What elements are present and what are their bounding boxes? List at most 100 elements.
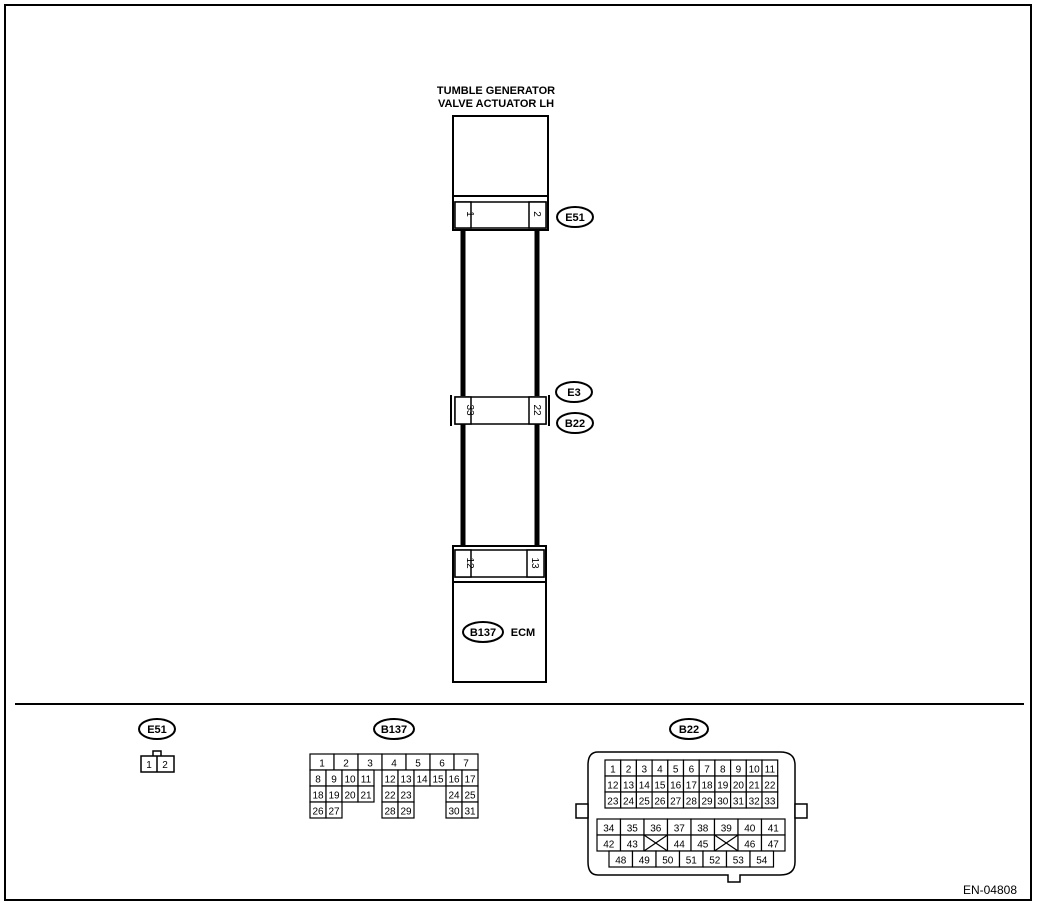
pin-label: 47 [768, 840, 780, 851]
pin-label: 34 [603, 824, 615, 835]
pin-label: 5 [673, 765, 679, 776]
pin-label: 52 [709, 856, 721, 867]
pin-cell: 13 [620, 775, 638, 793]
pin-label: 30 [448, 807, 460, 818]
pin-cell: 15 [651, 775, 669, 793]
pin-cell: 31 [729, 791, 747, 809]
pin-cell: 9 [325, 769, 343, 787]
outer-frame [4, 4, 1032, 901]
pin-cell: 49 [631, 850, 657, 868]
connector-tag-e51: E51 [556, 206, 594, 228]
pin-label: 26 [654, 797, 666, 808]
pin-cell-right [528, 201, 547, 229]
pin-cell: 11 [357, 769, 375, 787]
pin-label: 23 [400, 791, 412, 802]
pin-label: 40 [744, 824, 756, 835]
joint-pin-left: 33 [464, 404, 475, 416]
pin-cell: 21 [745, 775, 763, 793]
pin-cell: 3 [635, 759, 653, 777]
pin-cell: 28 [381, 801, 399, 819]
pin-label: 25 [464, 791, 476, 802]
pin-cell: 4 [651, 759, 669, 777]
pin-label: 50 [662, 856, 674, 867]
legend-e51-pin: 2 [162, 760, 168, 771]
pin-cell: 19 [714, 775, 732, 793]
b22-latch-right [794, 803, 808, 819]
pin-label: 2 [626, 765, 632, 776]
pin-cell [643, 834, 669, 852]
pin-label: 16 [448, 775, 460, 786]
pin-label: 14 [639, 781, 651, 792]
pin-cell: 48 [608, 850, 634, 868]
pin-cell: 10 [341, 769, 359, 787]
pin-cell: 4 [381, 753, 407, 771]
pin-label: 15 [432, 775, 444, 786]
pin-cell: 9 [729, 759, 747, 777]
pin-label: 4 [391, 759, 397, 770]
pin-label: 45 [697, 840, 709, 851]
pin-label: 46 [744, 840, 756, 851]
pin-cell: 34 [596, 818, 622, 836]
pin-cell: 17 [461, 769, 479, 787]
pin-label: 9 [331, 775, 337, 786]
pin-label: 3 [641, 765, 647, 776]
pin-label: 37 [674, 824, 686, 835]
pin-label: 41 [768, 824, 780, 835]
pin-label: 17 [464, 775, 476, 786]
pin-label: 21 [749, 781, 761, 792]
actuator-pin-right: 2 [531, 211, 542, 217]
pin-cell: 41 [760, 818, 786, 836]
pin-label: 6 [689, 765, 695, 776]
pin-cell: 29 [698, 791, 716, 809]
pin-label: 17 [686, 781, 698, 792]
pin-cell: 23 [604, 791, 622, 809]
pin-cell: 38 [690, 818, 716, 836]
svg-text:E51: E51 [565, 212, 585, 224]
pin-cell: 12 [381, 769, 399, 787]
pin-cell: 25 [635, 791, 653, 809]
pin-cell: 27 [667, 791, 685, 809]
pin-label: 10 [749, 765, 761, 776]
pin-cell [713, 834, 739, 852]
pin-label: 7 [463, 759, 469, 770]
pin-cell: 33 [761, 791, 779, 809]
legend-b137-tag: B137 [381, 724, 407, 736]
pin-cell: 54 [749, 850, 775, 868]
pin-cell: 5 [405, 753, 431, 771]
pin-label: 36 [650, 824, 662, 835]
pin-cell: 53 [725, 850, 751, 868]
pin-label: 54 [756, 856, 768, 867]
pin-cell: 22 [381, 785, 399, 803]
joint-pin-right: 22 [531, 404, 542, 416]
pin-label: 39 [721, 824, 733, 835]
pin-label: 19 [328, 791, 340, 802]
pin-label: 21 [360, 791, 372, 802]
pin-cell: 16 [667, 775, 685, 793]
pin-cell: 29 [397, 801, 415, 819]
pin-cell: 2 [333, 753, 359, 771]
joint-connector: 33 22 [450, 395, 550, 426]
pin-label: 28 [686, 797, 698, 808]
pin-cell: 8 [309, 769, 327, 787]
svg-text:E3: E3 [567, 387, 580, 399]
connector-tag-b137: B137 [462, 621, 504, 643]
pin-label: 11 [361, 775, 372, 786]
pin-label: 48 [615, 856, 627, 867]
pin-label: 42 [603, 840, 615, 851]
pin-cell: 35 [619, 818, 645, 836]
pin-label: 11 [765, 765, 776, 776]
pin-cell: 27 [325, 801, 343, 819]
pin-cell: 13 [397, 769, 415, 787]
pin-label: 8 [720, 765, 726, 776]
pin-label: 53 [733, 856, 745, 867]
pin-cell: 17 [682, 775, 700, 793]
pin-label: 16 [670, 781, 682, 792]
pin-label: 1 [610, 765, 616, 776]
pin-label: 3 [367, 759, 373, 770]
legend-e51-tag: E51 [147, 724, 167, 736]
pin-cell: 14 [413, 769, 431, 787]
pin-label: 24 [623, 797, 635, 808]
